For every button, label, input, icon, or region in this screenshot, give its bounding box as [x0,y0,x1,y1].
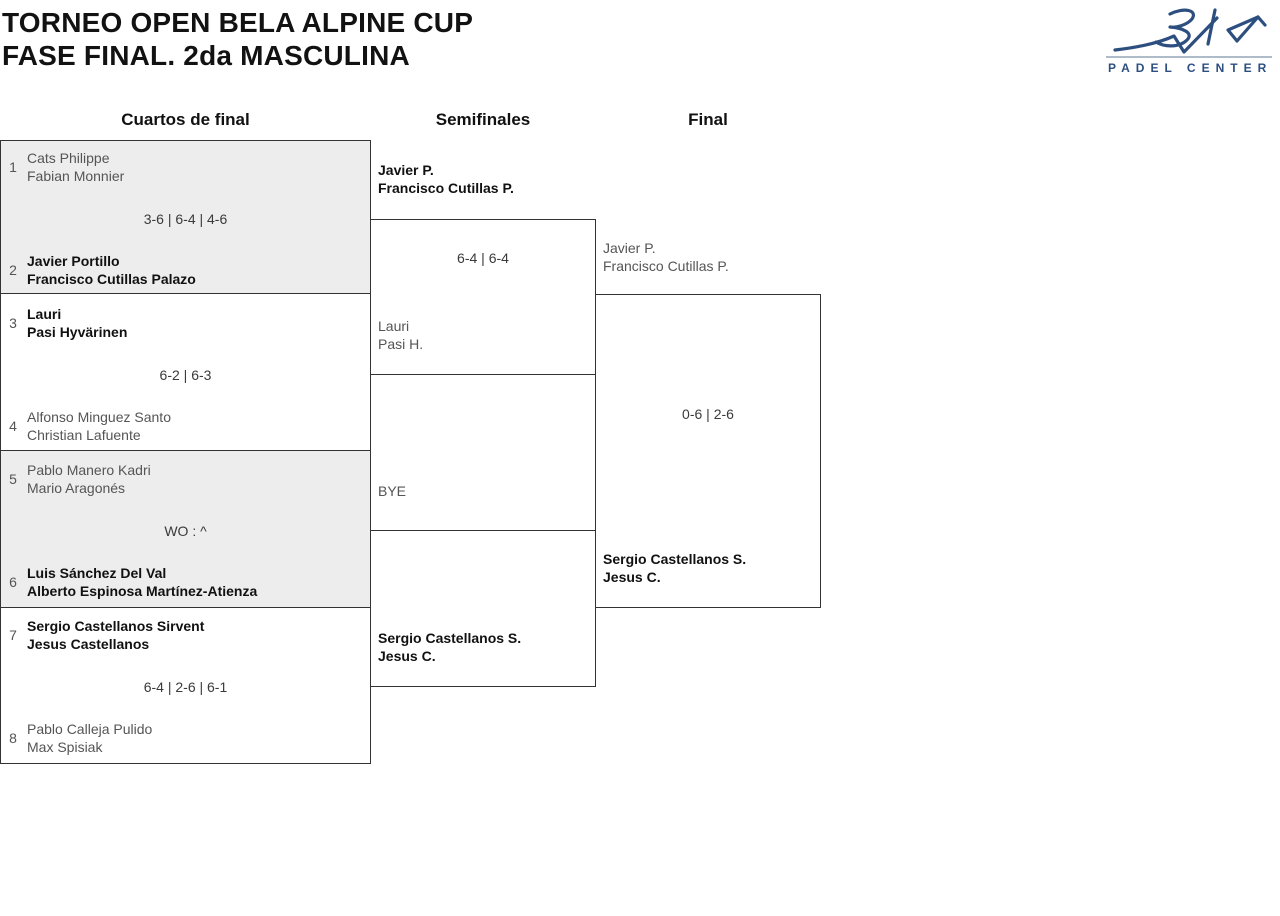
match-box-qf-3 [0,450,371,608]
match-score: 6-4 | 2-6 | 6-1 [143,679,228,695]
team-name: Luis Sánchez Del Val Alberto Espinosa Ma… [27,565,258,599]
team-name: Lauri Pasi Hyvärinen [27,306,128,340]
seed-number: 4 [9,418,17,434]
team-name: Javier P. Francisco Cutillas P. [603,240,729,274]
match-score: 0-6 | 2-6 [682,406,734,422]
seed-number: 6 [9,574,17,590]
team-name: Alfonso Minguez Santo Christian Lafuente [27,409,171,443]
title-line-2: FASE FINAL. 2da MASCULINA [2,40,410,71]
team-name: Javier Portillo Francisco Cutillas Palaz… [27,253,196,287]
team-name: Pablo Manero Kadri Mario Aragonés [27,462,151,496]
bela-padel-center-logo: PADEL CENTER [1106,6,1272,78]
match-score: 3-6 | 6-4 | 4-6 [143,211,228,227]
team-name: Lauri Pasi H. [378,318,424,352]
bela-signature-icon [1113,8,1267,54]
column-header-quarterfinals: Cuartos de final [121,110,250,129]
team-name: Sergio Castellanos Sirvent Jesus Castell… [27,618,205,652]
match-score: 6-2 | 6-3 [159,367,212,383]
title-line-1: TORNEO OPEN BELA ALPINE CUP [2,7,474,38]
column-header-semifinals: Semifinales [435,110,531,129]
match-score: WO : ^ [164,523,207,539]
seed-number: 8 [9,730,17,746]
seed-number: 7 [9,627,17,643]
team-name: Cats Philippe Fabian Monnier [27,150,125,184]
team-name-bye: BYE [378,483,407,499]
logo-subtitle: PADEL CENTER [1108,61,1273,75]
seed-number: 1 [9,159,17,175]
match-box-sf-2 [370,530,596,687]
seed-number: 3 [9,315,17,331]
match-score: 6-4 | 6-4 [457,250,509,266]
match-box-final [595,294,821,608]
match-box-qf-1 [0,140,371,294]
team-name: Javier P. Francisco Cutillas P. [378,162,514,196]
column-header-final: Final [688,110,728,129]
page-title: TORNEO OPEN BELA ALPINE CUP FASE FINAL. … [2,6,473,72]
seed-number: 5 [9,471,17,487]
seed-number: 2 [9,262,17,278]
team-name: Sergio Castellanos S. Jesus C. [378,630,522,664]
team-name: Pablo Calleja Pulido Max Spisiak [27,721,153,755]
team-name: Sergio Castellanos S. Jesus C. [603,551,747,585]
logo-divider [1106,56,1272,58]
